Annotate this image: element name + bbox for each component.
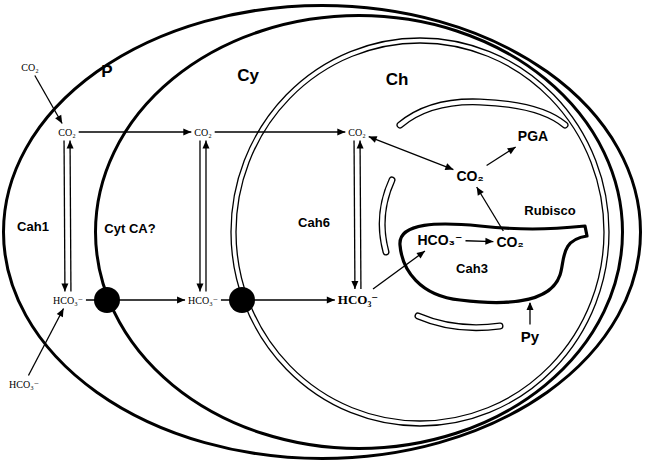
chemical-label: CO₂: [456, 168, 483, 184]
arrow-head: [57, 309, 64, 318]
pyrenoid-label: Py: [521, 328, 539, 345]
enzyme-label: Rubisco: [524, 203, 575, 218]
thylakoid-lumen: [418, 316, 500, 328]
arrow-head: [477, 187, 484, 196]
chemical-label: CO₂: [21, 62, 38, 73]
reaction-arrow: [79, 131, 192, 132]
arrow-head: [183, 129, 191, 136]
reaction-arrow: [221, 299, 335, 300]
arrow-head: [327, 297, 335, 304]
chemical-label: HCO₃⁻: [53, 295, 83, 306]
arrow-head: [445, 163, 454, 170]
chemical-label: CO₂: [496, 234, 523, 250]
reaction-arrow: [205, 141, 206, 292]
reaction-arrow: [199, 141, 200, 292]
chemical-label: CO₂: [194, 127, 211, 138]
chemical-label: HCO₃⁻: [188, 295, 218, 306]
reaction-arrow: [63, 141, 65, 292]
reaction-arrow: [487, 147, 516, 165]
chemical-label: HCO₃⁻: [9, 379, 39, 390]
membrane-outline: [96, 16, 623, 449]
arrow-head: [196, 284, 203, 292]
arrow-head: [55, 115, 62, 124]
arrow-head: [202, 141, 209, 149]
reaction-arrow: [69, 140, 71, 291]
cell-wall-ellipse: PCO₂Cah1HCO₃⁻CyCO₂Cyt CA?HCO₃⁻ChCO₂Cah6H…: [2, 4, 642, 460]
arrow-head: [351, 281, 358, 289]
enzyme-label: Cyt CA?: [104, 221, 155, 236]
arrow-head: [485, 238, 493, 245]
thylakoid-outline: [418, 316, 500, 328]
envelope-inner: [236, 43, 604, 421]
thylakoid-lumen: [382, 180, 392, 252]
envelope-outer: [231, 38, 609, 426]
pyrenoid-shape: HCO₃⁻ CO₂ Cah3: [396, 220, 590, 308]
arrow-head: [61, 283, 68, 291]
arrow-head: [526, 302, 533, 310]
arrow-head: [416, 251, 425, 259]
reaction-arrow: [369, 137, 454, 170]
pyrenoid-outline: [400, 224, 587, 302]
chemical-label: HCO₃⁻: [418, 232, 463, 248]
arrow-head: [337, 129, 345, 136]
chemical-label: HCO₃⁻: [338, 292, 378, 308]
outline-svg: [94, 14, 624, 450]
arrow-head: [67, 140, 74, 148]
chemical-label: CO₂: [348, 127, 365, 138]
plasma-membrane-ellipse: CyCO₂ Cyt CA? HCO₃⁻ ChCO₂ Cah6HCO₃⁻ PGA CO₂ Rub…: [94, 14, 624, 450]
compartment-label: Ch: [386, 70, 409, 90]
enzyme-label: Cah6: [298, 215, 330, 230]
reaction-arrow: [215, 131, 346, 132]
arrow-head: [357, 140, 364, 148]
reaction-arrow: [28, 309, 63, 376]
chloroplast-ellipse: ChCO₂ Cah6HCO₃⁻ PGA CO₂ RubiscoHCO₃⁻ CO₂ Cah3: [230, 37, 610, 427]
compartment-label: Cy: [237, 66, 259, 86]
chemical-label: CO₂: [58, 127, 75, 138]
arrow-head: [507, 147, 516, 154]
reaction-arrow: [477, 187, 504, 231]
thylakoid-outline: [382, 180, 392, 252]
arrow-head: [369, 136, 378, 143]
reaction-arrow: [86, 299, 185, 300]
enzyme-label: Cah3: [456, 261, 488, 276]
reaction-arrow: [359, 140, 361, 288]
thylakoid-lumen: [400, 102, 565, 125]
arrow-head: [177, 297, 185, 304]
reaction-arrow: [353, 141, 355, 290]
thylakoid-outline: [400, 102, 565, 125]
enzyme-label: Cah1: [17, 219, 49, 234]
membrane-outline: [4, 6, 641, 459]
chemical-label: PGA: [518, 128, 548, 144]
compartment-label: P: [101, 62, 112, 82]
